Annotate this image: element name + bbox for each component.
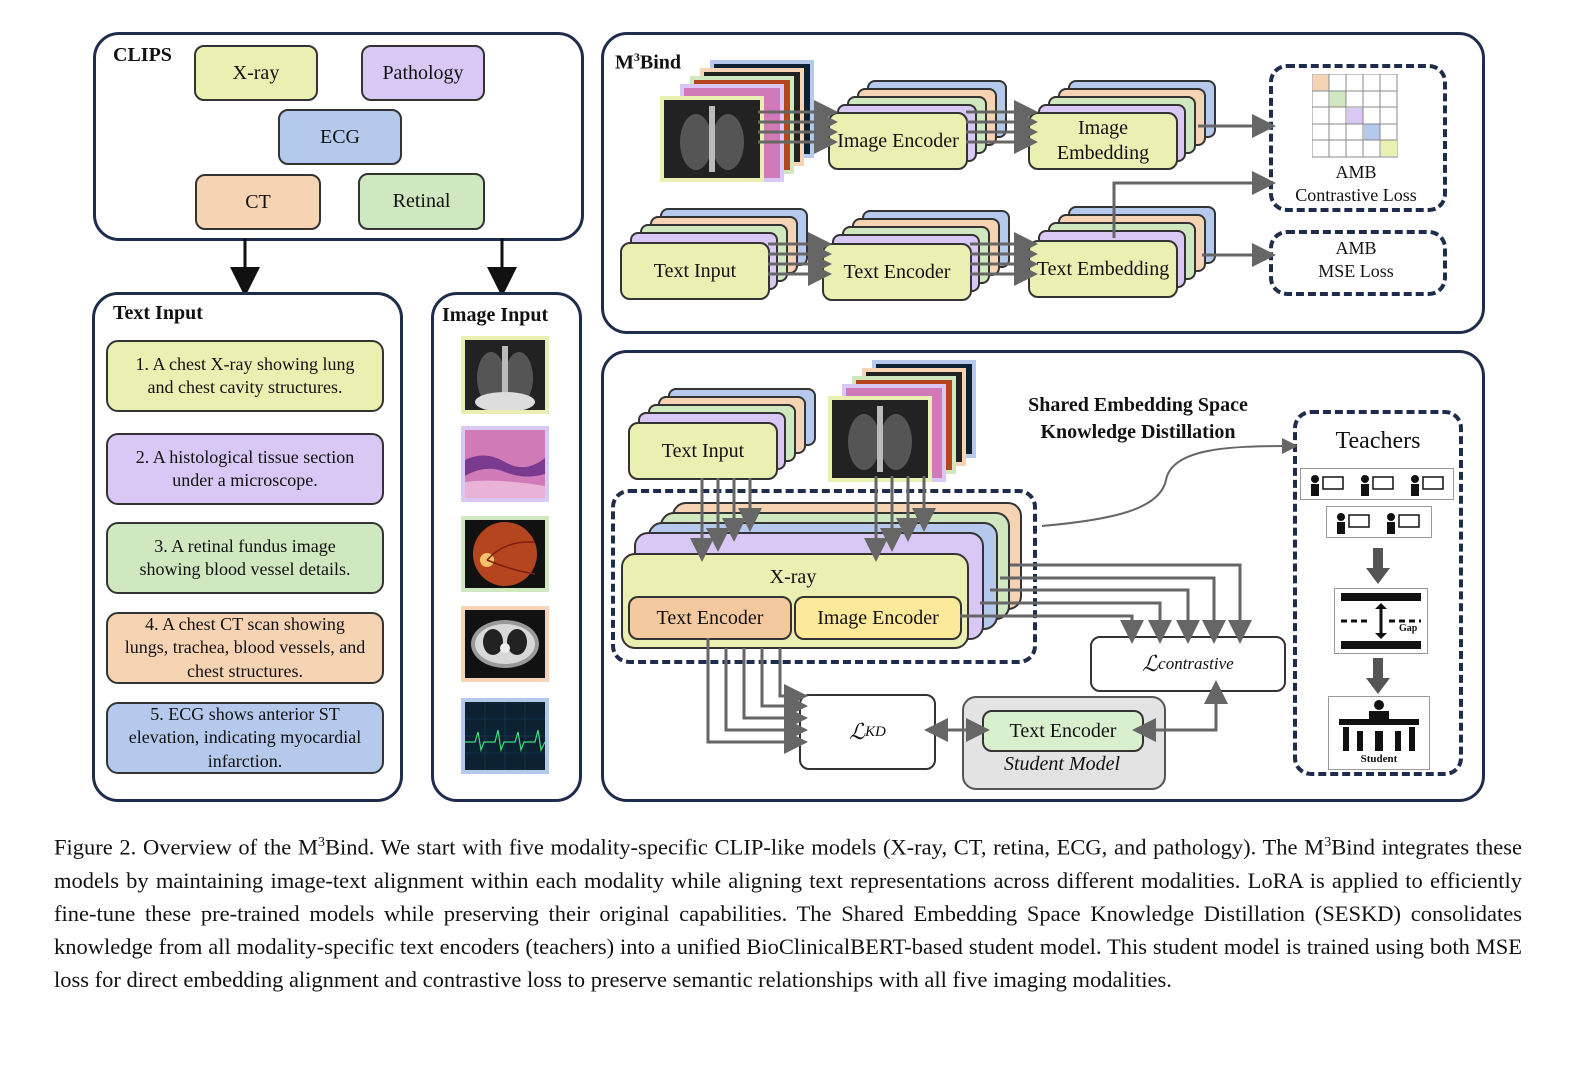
- chest-xray-image: [465, 340, 545, 412]
- m3bind-text-encoder: Text Encoder: [822, 243, 972, 301]
- ecg-thumbnail: [461, 698, 549, 774]
- histology-thumbnail: [461, 426, 549, 502]
- m3bind-title-sup: 3: [633, 50, 640, 64]
- m3bind-xray-image: [680, 106, 744, 172]
- gap-label: Gap: [1399, 623, 1418, 634]
- seskd-heading-line1: Shared Embedding Space: [1028, 394, 1248, 416]
- m3bind-title: M3Bind: [615, 50, 681, 75]
- image-input-title: Image Input: [442, 304, 549, 326]
- amb-contrastive-label-2: Contrastive Loss: [1295, 185, 1417, 205]
- caption-line2-sup: 3: [1324, 835, 1332, 850]
- gap-icon: Gap: [1334, 588, 1428, 654]
- chest-xray-thumbnail: [461, 336, 549, 414]
- clips-chip-pathology: Pathology: [361, 45, 485, 101]
- loss-contrastive-sub: contrastive: [1158, 654, 1234, 674]
- amb-mse-label-1: AMB: [1335, 238, 1377, 258]
- student-text-encoder: Text Encoder: [982, 710, 1144, 752]
- teachers-down-arrow-1: [1366, 548, 1390, 584]
- m3bind-title-prefix: M: [615, 51, 634, 74]
- sis-layer-xray: [828, 396, 932, 482]
- student-icon: Student: [1328, 696, 1430, 770]
- ecg-trace-image: [465, 702, 546, 770]
- m3bind-image-encoder: Image Encoder: [828, 112, 968, 170]
- text-input-item-2: 2. A histological tissue section under a…: [106, 433, 384, 505]
- loss-kd-sub: KD: [865, 723, 886, 740]
- loss-contrastive-main: ℒ: [1142, 651, 1159, 677]
- seskd-heading-line2: Knowledge Distillation: [1040, 421, 1236, 443]
- text-input-item-1: 1. A chest X-ray showing lung and chest …: [106, 340, 384, 412]
- clips-chip-xray: X-ray: [194, 45, 318, 101]
- chest-ct-image: [465, 610, 545, 678]
- caption-line2-b: Bind integrates these models by maintain…: [54, 834, 1522, 992]
- seskd-text-input: Text Input: [628, 422, 778, 480]
- retinal-fundus-image: [465, 520, 545, 588]
- clips-chip-ct: CT: [195, 174, 321, 230]
- seskd-image-stack: [828, 360, 978, 482]
- text-input-item-3: 3. A retinal fundus image showing blood …: [106, 522, 384, 594]
- seskd-xray-label: X-ray: [769, 566, 817, 588]
- caption-line2-a: The M: [1262, 834, 1325, 860]
- teacher-group-icon-1: [1311, 475, 1444, 496]
- chest-ct-thumbnail: [461, 606, 549, 682]
- teachers-down-arrow-2: [1366, 658, 1390, 694]
- figure-caption: Figure 2. Overview of the M3Bind. We sta…: [54, 826, 1522, 996]
- seskd-xray-image: [848, 406, 912, 472]
- teacher-group-icon-2: [1337, 513, 1420, 534]
- m3bind-image-embedding: Image Embedding: [1028, 112, 1178, 170]
- retinal-thumbnail: [461, 516, 549, 592]
- caption-line1-a: Figure 2. Overview of the M: [54, 834, 318, 860]
- loss-kd-main: ℒ: [849, 719, 865, 745]
- teachers-icon-row1: [1300, 468, 1454, 500]
- m3bind-text-input: Text Input: [620, 242, 770, 300]
- seskd-teacher-text-encoder: Text Encoder: [628, 596, 792, 640]
- m3bind-image-stack: [660, 60, 814, 182]
- amb-contrastive-box: [1269, 64, 1447, 212]
- teachers-label: Teachers: [1335, 428, 1421, 454]
- text-input-item-5: 5. ECG shows anterior ST elevation, indi…: [106, 702, 384, 774]
- histology-image: [465, 430, 545, 498]
- amb-contrastive-label-1: AMB: [1335, 162, 1377, 182]
- teachers-box: [1293, 410, 1463, 776]
- stack-layer-xray: [660, 96, 764, 182]
- student-classroom-icon: [1339, 700, 1419, 751]
- text-input-item-4: 4. A chest CT scan showing lungs, trache…: [106, 612, 384, 684]
- m3bind-text-embedding: Text Embedding: [1028, 240, 1178, 298]
- clips-title: CLIPS: [113, 44, 172, 66]
- student-icon-label: Student: [1360, 753, 1398, 765]
- teachers-icon-row2: [1326, 506, 1432, 538]
- caption-line1-b: Bind. We start with five modality-specif…: [324, 834, 1257, 860]
- gap-diagram-icon: [1341, 593, 1421, 649]
- m3bind-title-suffix: Bind: [639, 51, 682, 74]
- seskd-teacher-image-encoder: Image Encoder: [794, 596, 962, 640]
- clips-chip-retinal: Retinal: [358, 173, 485, 230]
- clips-chip-ecg: ECG: [278, 109, 402, 165]
- amb-mse-label-2: MSE Loss: [1318, 261, 1394, 281]
- student-model-label: Student Model: [1003, 753, 1121, 775]
- similarity-matrix-icon: [1312, 74, 1398, 158]
- caption-line1-sup: 3: [317, 835, 325, 850]
- text-input-title: Text Input: [113, 302, 203, 324]
